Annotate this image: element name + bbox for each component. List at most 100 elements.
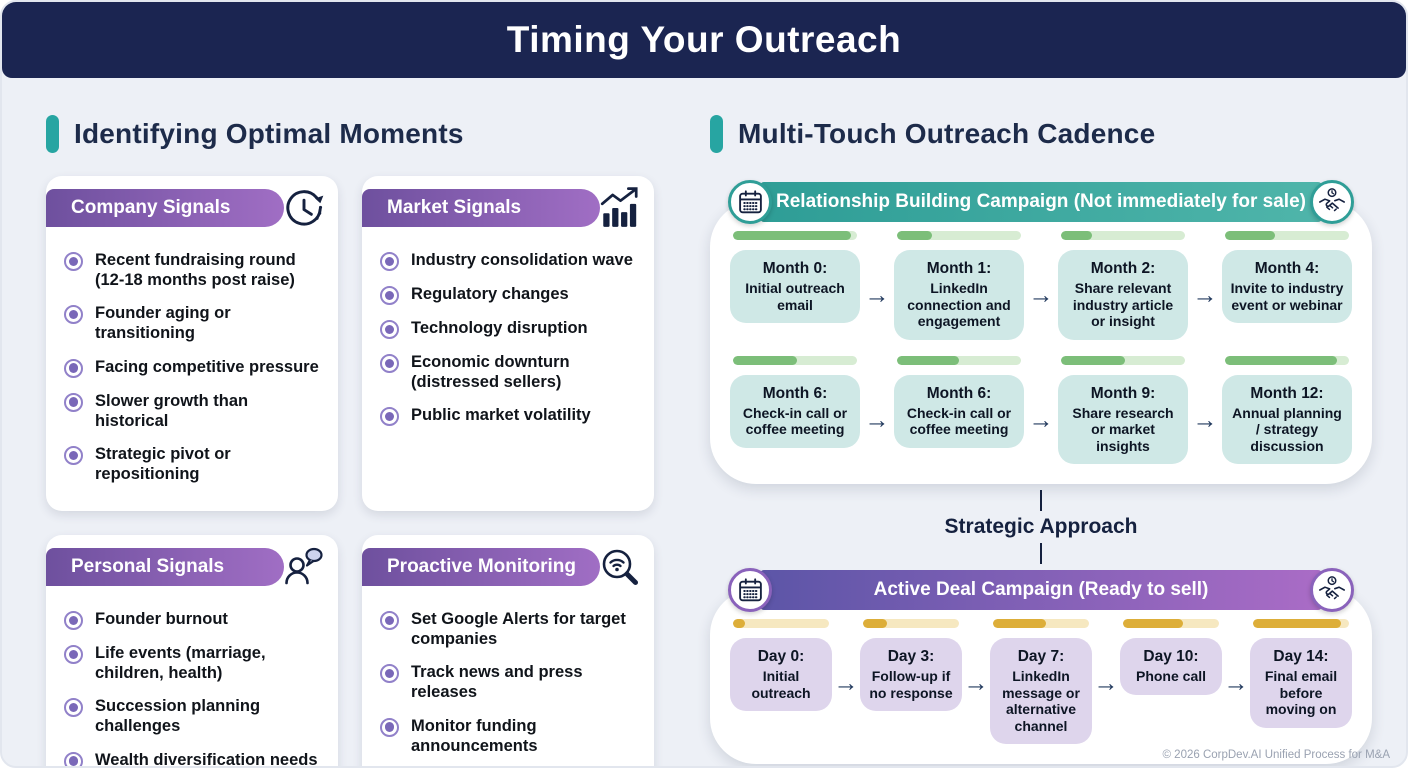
target-bullet-icon <box>380 354 399 373</box>
step-cell: Month 2: Share relevant industry article… <box>1058 231 1188 340</box>
list-item-text: Recent fundraising round (12-18 months p… <box>95 251 296 290</box>
step-desc: Final email before moving on <box>1264 668 1338 718</box>
list-item: Facing competitive pressure <box>64 357 324 378</box>
copyright-footer: © 2026 CorpDev.AI Unified Process for M&… <box>1162 749 1391 761</box>
card-title: Company Signals <box>71 197 231 218</box>
step-box: Month 9: Share research or market insigh… <box>1058 374 1188 465</box>
step-box: Month 6: Check-in call or coffee meeting <box>730 374 860 448</box>
step-label: Month 12: <box>1250 384 1324 402</box>
signal-list: Founder burnout Life events (marriage, c… <box>46 595 338 768</box>
flow-row: Day 0: Initial outreach → Day 3: Follow-… <box>730 619 1352 745</box>
card-title-pill: Proactive Monitoring <box>362 548 600 586</box>
progress-bar <box>863 619 959 629</box>
step-box: Month 4: Invite to industry event or web… <box>1222 250 1352 324</box>
step-label: Month 1: <box>926 260 992 277</box>
step-desc: LinkedIn message or alternative channel <box>1002 668 1080 734</box>
calendar-icon <box>728 180 772 224</box>
progress-bar <box>733 355 857 365</box>
progress-bar <box>993 619 1089 629</box>
list-item: Life events (marriage, children, health) <box>64 643 324 683</box>
card-title-pill: Market Signals <box>362 189 600 227</box>
arrow-right-icon: → <box>864 281 890 309</box>
target-bullet-icon <box>380 611 399 630</box>
step-desc: Check-in call or coffee meeting <box>742 404 848 438</box>
search-signal-icon <box>597 544 643 590</box>
calendar-icon <box>728 568 772 613</box>
list-item: Set Google Alerts for target companies <box>380 609 640 649</box>
section-heading-left: Identifying Optimal Moments <box>46 114 654 154</box>
list-item: Wealth diversification needs <box>64 750 324 768</box>
step-cell: Day 14: Final email before moving on <box>1250 619 1352 728</box>
target-bullet-icon <box>64 698 83 718</box>
list-item-text: Founder aging or transitioning <box>95 304 231 343</box>
proactive-monitoring-card: Proactive Monitoring Set Google Alerts f… <box>362 535 654 766</box>
step-label: Day 14: <box>1273 648 1329 666</box>
card-title-pill: Company Signals <box>46 189 284 227</box>
card-title-pill: Personal Signals <box>46 548 284 586</box>
list-item: Industry consolidation wave <box>380 250 640 271</box>
signal-list: Recent fundraising round (12-18 months p… <box>46 236 338 511</box>
section-heading-right: Multi-Touch Outreach Cadence <box>710 114 1372 154</box>
list-item-text: Industry consolidation wave <box>411 251 633 269</box>
strategic-approach-connector: Strategic Approach <box>710 490 1372 565</box>
step-cell: Month 1: LinkedIn connection and engagem… <box>894 231 1024 340</box>
list-item-text: Strategic pivot or repositioning <box>95 444 231 483</box>
step-label: Month 6: <box>926 384 992 402</box>
list-item-text: Wealth diversification needs <box>95 750 318 768</box>
progress-bar <box>733 231 857 240</box>
step-box: Month 1: LinkedIn connection and engagem… <box>894 250 1024 340</box>
accent-pill-icon <box>710 115 723 153</box>
step-box: Day 14: Final email before moving on <box>1250 638 1352 728</box>
list-item-text: Regulatory changes <box>411 285 569 303</box>
step-desc: Check-in call or coffee meeting <box>906 404 1012 438</box>
step-label: Day 3: <box>887 648 935 666</box>
step-cell: Month 12: Annual planning / strategy dis… <box>1222 355 1352 465</box>
target-bullet-icon <box>380 407 399 427</box>
step-desc: LinkedIn connection and engagement <box>907 280 1011 330</box>
progress-bar <box>1123 619 1219 629</box>
arrow-right-icon: → <box>1223 669 1249 698</box>
step-cell: Day 0: Initial outreach <box>730 619 832 712</box>
target-bullet-icon <box>380 286 399 305</box>
step-box: Day 7: LinkedIn message or alternative c… <box>990 638 1092 745</box>
progress-bar <box>1061 231 1185 240</box>
progress-bar <box>1225 231 1349 240</box>
step-desc: Annual planning / strategy discussion <box>1232 404 1342 454</box>
step-label: Day 10: <box>1143 648 1199 666</box>
relationship-campaign: Relationship Building Campaign (Not imme… <box>710 180 1372 485</box>
card-title: Proactive Monitoring <box>387 556 576 577</box>
step-label: Day 7: <box>1017 648 1065 666</box>
target-bullet-icon <box>64 751 83 766</box>
campaign-title: Active Deal Campaign (Ready to sell) <box>873 579 1209 601</box>
list-item: Recent fundraising round (12-18 months p… <box>64 250 324 290</box>
signal-list: Set Google Alerts for target companies T… <box>362 595 654 766</box>
target-bullet-icon <box>380 717 399 737</box>
page-title: Timing Your Outreach <box>506 19 902 60</box>
arrow-right-icon: → <box>1028 281 1054 309</box>
step-box: Month 2: Share relevant industry article… <box>1058 250 1188 340</box>
list-item-text: Facing competitive pressure <box>95 357 319 376</box>
step-cell: Day 7: LinkedIn message or alternative c… <box>990 619 1092 745</box>
target-bullet-icon <box>64 252 83 271</box>
active-deal-campaign: Active Deal Campaign (Ready to sell) <box>710 568 1372 765</box>
step-cell: Month 9: Share research or market insigh… <box>1058 355 1188 465</box>
clock-history-icon <box>281 185 327 231</box>
step-box: Month 0: Initial outreach email <box>730 250 860 324</box>
person-chat-icon <box>281 544 327 590</box>
step-cell: Month 6: Check-in call or coffee meeting <box>730 355 860 448</box>
accent-pill-icon <box>46 115 59 153</box>
step-desc: Initial outreach <box>751 668 811 701</box>
campaign-header: Active Deal Campaign (Ready to sell) <box>728 568 1354 613</box>
connector-line <box>1039 490 1043 512</box>
list-item-text: Technology disruption <box>411 319 588 337</box>
handshake-clock-icon <box>1310 568 1354 613</box>
step-desc: Share research or market insights <box>1072 404 1174 454</box>
arrow-right-icon: → <box>864 405 890 434</box>
handshake-clock-icon <box>1310 180 1354 224</box>
progress-bar <box>1225 355 1349 365</box>
arrow-right-icon: → <box>963 669 989 698</box>
arrow-right-icon: → <box>1028 405 1054 434</box>
step-label: Month 0: <box>762 260 828 277</box>
step-label: Day 0: <box>757 648 805 666</box>
